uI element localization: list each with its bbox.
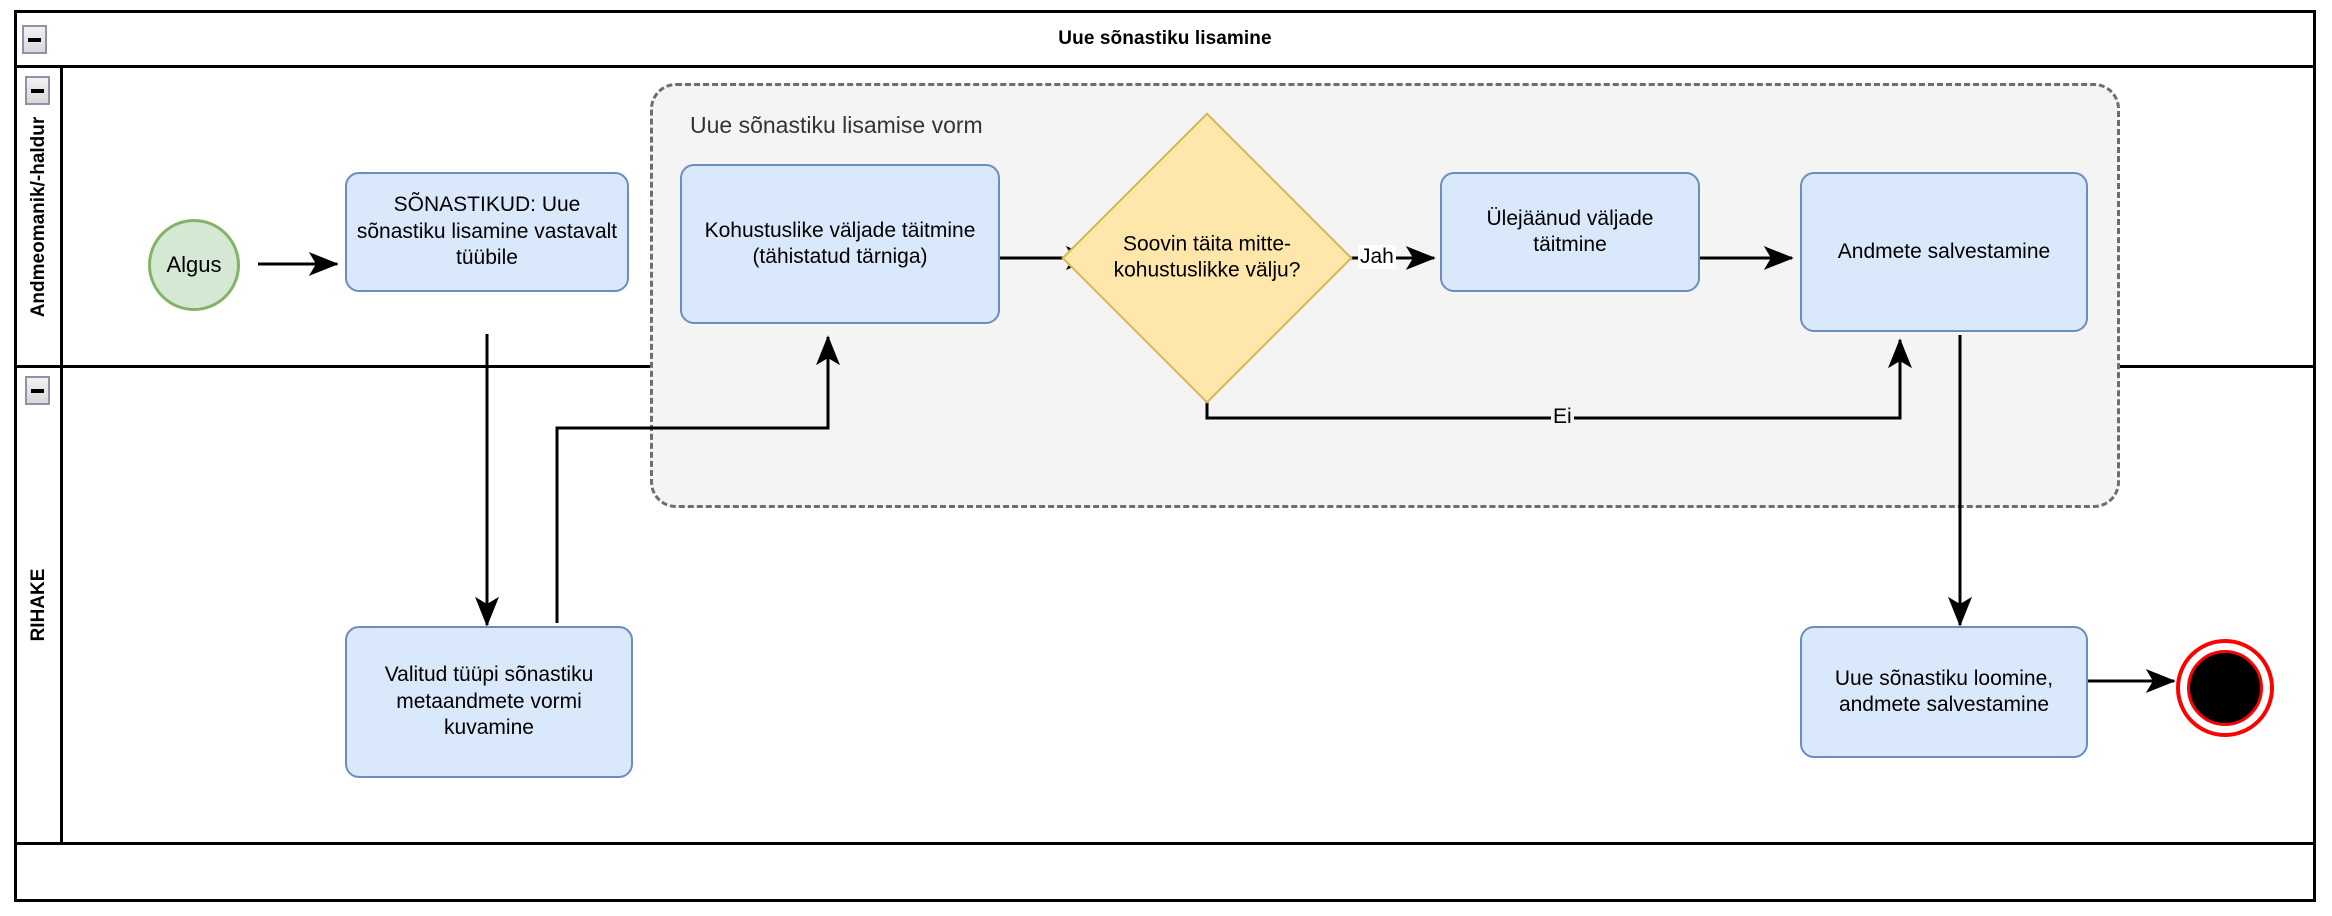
edge-label-yes: Jah	[1358, 245, 1396, 269]
gateway-label: Soovin täita mitte-kohustuslikke välju?	[1113, 232, 1301, 282]
task-label: Andmete salvestamine	[1837, 239, 2051, 263]
minus-icon	[31, 88, 44, 93]
task-show-metadata-form[interactable]: Valitud tüüpi sõnastiku metaandmete vorm…	[345, 626, 633, 778]
lane-header-andmeomanik: Andmeomanik/-haldur	[17, 68, 63, 365]
task-label: Ülejäänud väljade täitmine	[1486, 206, 1654, 256]
gateway-fill-optional-fields[interactable]: Soovin täita mitte-kohustuslikke välju?	[1061, 112, 1353, 404]
start-event[interactable]: Algus	[148, 219, 240, 311]
minus-icon	[28, 37, 41, 42]
task-label: SÕNASTIKUD: Uue sõnastiku lisamine vasta…	[356, 193, 618, 270]
minus-icon	[31, 388, 44, 393]
task-fill-required-fields[interactable]: Kohustuslike väljade täitmine (tähistatu…	[680, 164, 1000, 324]
lane-label-rihake: RIHAKE	[27, 568, 49, 642]
lane-label-andmeomanik: Andmeomanik/-haldur	[27, 116, 49, 317]
task-save-data[interactable]: Andmete salvestamine	[1800, 172, 2088, 332]
task-create-dictionary[interactable]: Uue sõnastiku loomine, andmete salvestam…	[1800, 626, 2088, 758]
task-label: Uue sõnastiku loomine, andmete salvestam…	[1834, 666, 2054, 716]
pool-collapse-icon[interactable]	[22, 25, 47, 54]
end-event[interactable]	[2176, 639, 2274, 737]
page-title: Uue sõnastiku lisamine	[1058, 28, 1272, 49]
edge-label-no: Ei	[1551, 405, 1574, 429]
task-label: Kohustuslike väljade täitmine (tähistatu…	[704, 218, 976, 268]
task-fill-remaining-fields[interactable]: Ülejäänud väljade täitmine	[1440, 172, 1700, 292]
lane-header-rihake: RIHAKE	[17, 368, 63, 842]
lane-collapse-icon-rihake[interactable]	[25, 376, 50, 405]
task-label: Valitud tüüpi sõnastiku metaandmete vorm…	[384, 663, 594, 740]
pool-header: Uue sõnastiku lisamine	[17, 13, 2313, 68]
end-event-inner-icon	[2187, 650, 2263, 726]
task-select-dictionary-type[interactable]: SÕNASTIKUD: Uue sõnastiku lisamine vasta…	[345, 172, 629, 292]
start-event-label: Algus	[166, 252, 222, 277]
subprocess-group-label: Uue sõnastiku lisamise vorm	[690, 112, 983, 138]
lane-collapse-icon-andmeomanik[interactable]	[25, 76, 50, 105]
